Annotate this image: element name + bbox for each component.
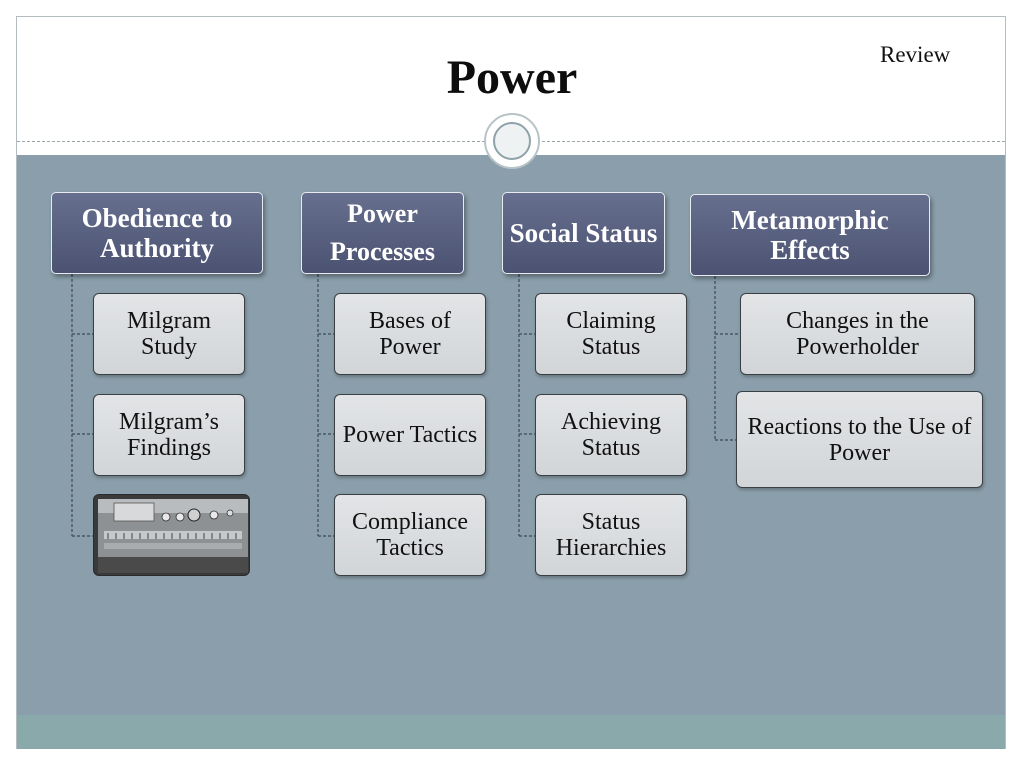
page-title: Power: [446, 51, 578, 104]
node-claiming-status: Claiming Status: [535, 293, 687, 375]
node-label: Changes in the Powerholder: [786, 308, 929, 360]
heading-social-status: Social Status: [502, 192, 665, 274]
heading-label-line1: Power: [347, 199, 418, 228]
heading-obedience-to-authority: Obedience to Authority: [51, 192, 263, 274]
circle-ornament-inner: [493, 122, 531, 160]
node-achieving-status: Achieving Status: [535, 394, 687, 476]
heading-power-processes: Power Processes: [301, 192, 464, 274]
heading-label-line2: Processes: [330, 237, 435, 266]
shock-generator-illustration: [94, 495, 249, 575]
node-label: Achieving Status: [561, 409, 661, 461]
heading-label: Obedience to Authority: [81, 203, 233, 263]
heading-label: Metamorphic Effects: [731, 205, 889, 265]
node-power-tactics: Power Tactics: [334, 394, 486, 476]
node-milgram-study: Milgram Study: [93, 293, 245, 375]
heading-label: Social Status: [509, 218, 658, 248]
node-changes-in-powerholder: Changes in the Powerholder: [740, 293, 975, 375]
node-status-hierarchies: Status Hierarchies: [535, 494, 687, 576]
node-label: Power Tactics: [342, 422, 478, 448]
node-bases-of-power: Bases of Power: [334, 293, 486, 375]
connector-col3: [518, 274, 535, 537]
node-label: Milgram Study: [127, 308, 211, 360]
milgram-shock-generator-image: [93, 494, 250, 576]
circle-ornament-icon: [484, 113, 540, 169]
node-reactions-to-use-of-power: Reactions to the Use of Power: [736, 391, 983, 488]
connector-col4: [714, 276, 740, 441]
node-milgrams-findings: Milgram’s Findings: [93, 394, 245, 476]
node-compliance-tactics: Compliance Tactics: [334, 494, 486, 576]
node-label: Milgram’s Findings: [119, 409, 219, 461]
node-label: Claiming Status: [566, 308, 656, 360]
node-label: Status Hierarchies: [555, 509, 667, 561]
node-label: Bases of Power: [369, 308, 451, 360]
connector-col1: [71, 274, 93, 537]
heading-metamorphic-effects: Metamorphic Effects: [690, 194, 930, 276]
bottom-band: [17, 715, 1005, 749]
connector-col2: [317, 274, 334, 537]
node-label: Reactions to the Use of Power: [747, 413, 972, 466]
node-label: Compliance Tactics: [352, 509, 468, 561]
review-label: Review: [880, 42, 951, 67]
